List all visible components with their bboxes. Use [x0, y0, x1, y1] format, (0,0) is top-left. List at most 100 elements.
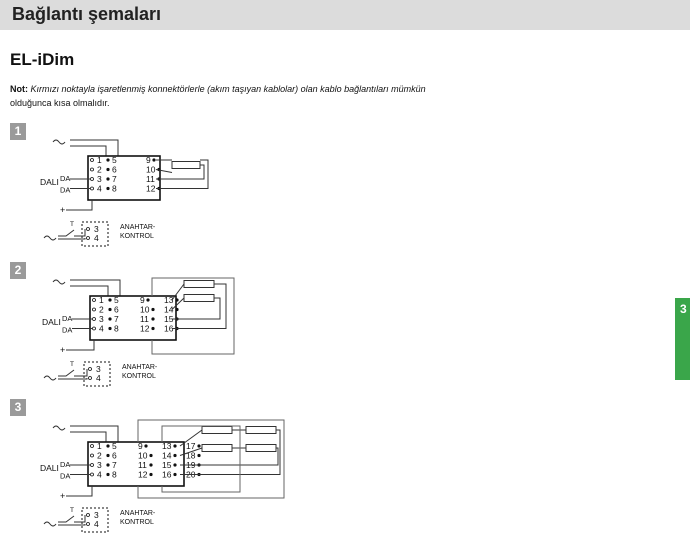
switch-symbol: T	[70, 507, 74, 514]
terminal-open	[86, 227, 90, 231]
terminal-dot-red	[173, 463, 177, 467]
diagram-number-2: 2	[10, 262, 26, 279]
switch-box	[81, 221, 109, 247]
outer-wire	[137, 419, 285, 499]
terminal-label: 2	[99, 305, 104, 315]
terminal-label: 2	[97, 451, 102, 461]
terminal-open	[86, 522, 90, 526]
terminal-label: 10	[138, 451, 148, 461]
lamp-tube	[171, 161, 201, 169]
terminal-label: 5	[114, 295, 119, 305]
terminal-label: 5	[112, 155, 117, 165]
terminal-label: 18	[186, 451, 196, 461]
dali-label: DALI	[40, 177, 59, 187]
terminal-label: 4	[97, 470, 102, 480]
terminal-open	[90, 453, 94, 458]
terminal-dot-red	[151, 326, 155, 331]
switch-terminal-label: 3	[96, 364, 101, 374]
terminal-label: 9	[138, 441, 143, 451]
switch-wire	[74, 515, 86, 523]
terminal-dot	[106, 444, 110, 448]
terminal-dot	[106, 472, 110, 477]
dali-label: DALI	[42, 317, 61, 327]
ground-wire	[66, 486, 93, 497]
terminal-label: 6	[112, 451, 117, 461]
outer-wire	[151, 277, 235, 355]
terminal-dot-red	[173, 472, 177, 477]
terminal-open	[90, 158, 94, 162]
terminal-dot-red	[175, 298, 179, 302]
ac-symbol	[52, 279, 66, 285]
ac-symbol	[43, 235, 57, 241]
terminal-dot	[106, 177, 110, 181]
terminal-label: 11	[140, 314, 149, 324]
supply-wire	[70, 279, 121, 296]
terminal-dot	[106, 186, 110, 191]
switch-symbol: T	[70, 361, 74, 368]
switch-terminal-label: 3	[94, 510, 99, 520]
terminal-dot	[106, 158, 110, 162]
switch-terminal-label: 4	[94, 233, 99, 243]
switch-wire	[58, 238, 86, 240]
terminal-dot-red	[149, 463, 153, 467]
ground-wire	[66, 340, 95, 351]
note-body: Kırmızı noktayla işaretlenmiş konnektörl…	[28, 84, 426, 94]
switch-wire	[58, 378, 88, 380]
diagram-number-3: 3	[10, 399, 26, 416]
switch-lever	[58, 515, 75, 523]
switch-label: ANAHTAR-	[120, 510, 156, 517]
terminal-open	[92, 317, 96, 321]
ballast-box	[87, 441, 185, 487]
terminal-label: 15	[164, 314, 174, 324]
terminal-dot-red	[175, 307, 179, 312]
terminal-dot-red	[149, 453, 153, 458]
terminal-label: 4	[97, 184, 102, 194]
dali-label: DALI	[40, 463, 59, 473]
note-label: Not:	[10, 84, 28, 94]
da-label: DA	[60, 186, 70, 195]
ground-wire	[66, 200, 93, 211]
terminal-dot	[108, 326, 112, 331]
supply-wire	[70, 431, 107, 442]
terminal-label: 4	[99, 324, 104, 334]
diagram-number-1: 1	[10, 123, 26, 140]
wire	[180, 447, 279, 466]
terminal-label: 12	[140, 324, 150, 334]
terminal-label: 7	[112, 460, 117, 470]
ac-symbol	[43, 375, 57, 381]
lamp-tube	[201, 426, 233, 434]
terminal-label: 8	[112, 470, 117, 480]
terminal-label: 1	[97, 441, 102, 451]
terminal-open	[92, 298, 96, 302]
terminal-dot	[106, 453, 110, 458]
wire	[179, 429, 203, 447]
terminal-label: 17	[186, 441, 196, 451]
chapter-tab-label: 3	[680, 302, 687, 316]
terminal-label: 13	[162, 441, 172, 451]
switch-label: KONTROL	[120, 233, 154, 240]
terminal-label: 2	[97, 165, 102, 175]
terminal-open	[86, 236, 90, 240]
terminal-dot	[106, 167, 110, 172]
wire	[171, 283, 185, 301]
terminal-label: 8	[112, 184, 117, 194]
terminal-open	[90, 167, 94, 172]
terminal-open	[90, 472, 94, 477]
terminal-label: 5	[112, 441, 117, 451]
terminal-dot-red	[149, 472, 153, 477]
terminal-open	[90, 186, 94, 191]
wire	[179, 447, 203, 456]
terminal-label: 11	[146, 174, 155, 184]
terminal-label: 3	[97, 174, 102, 184]
da-label: DA	[60, 460, 70, 469]
wire	[155, 169, 173, 173]
terminal-dot	[106, 463, 110, 467]
da-label: DA	[62, 326, 72, 335]
terminal-label: 1	[99, 295, 104, 305]
chapter-tab[interactable]: 3	[675, 298, 690, 380]
terminal-label: 12	[146, 184, 156, 194]
switch-lever	[58, 229, 75, 237]
switch-label: KONTROL	[122, 373, 156, 380]
product-title: EL-iDim	[10, 50, 75, 69]
supply-wire	[70, 285, 109, 296]
